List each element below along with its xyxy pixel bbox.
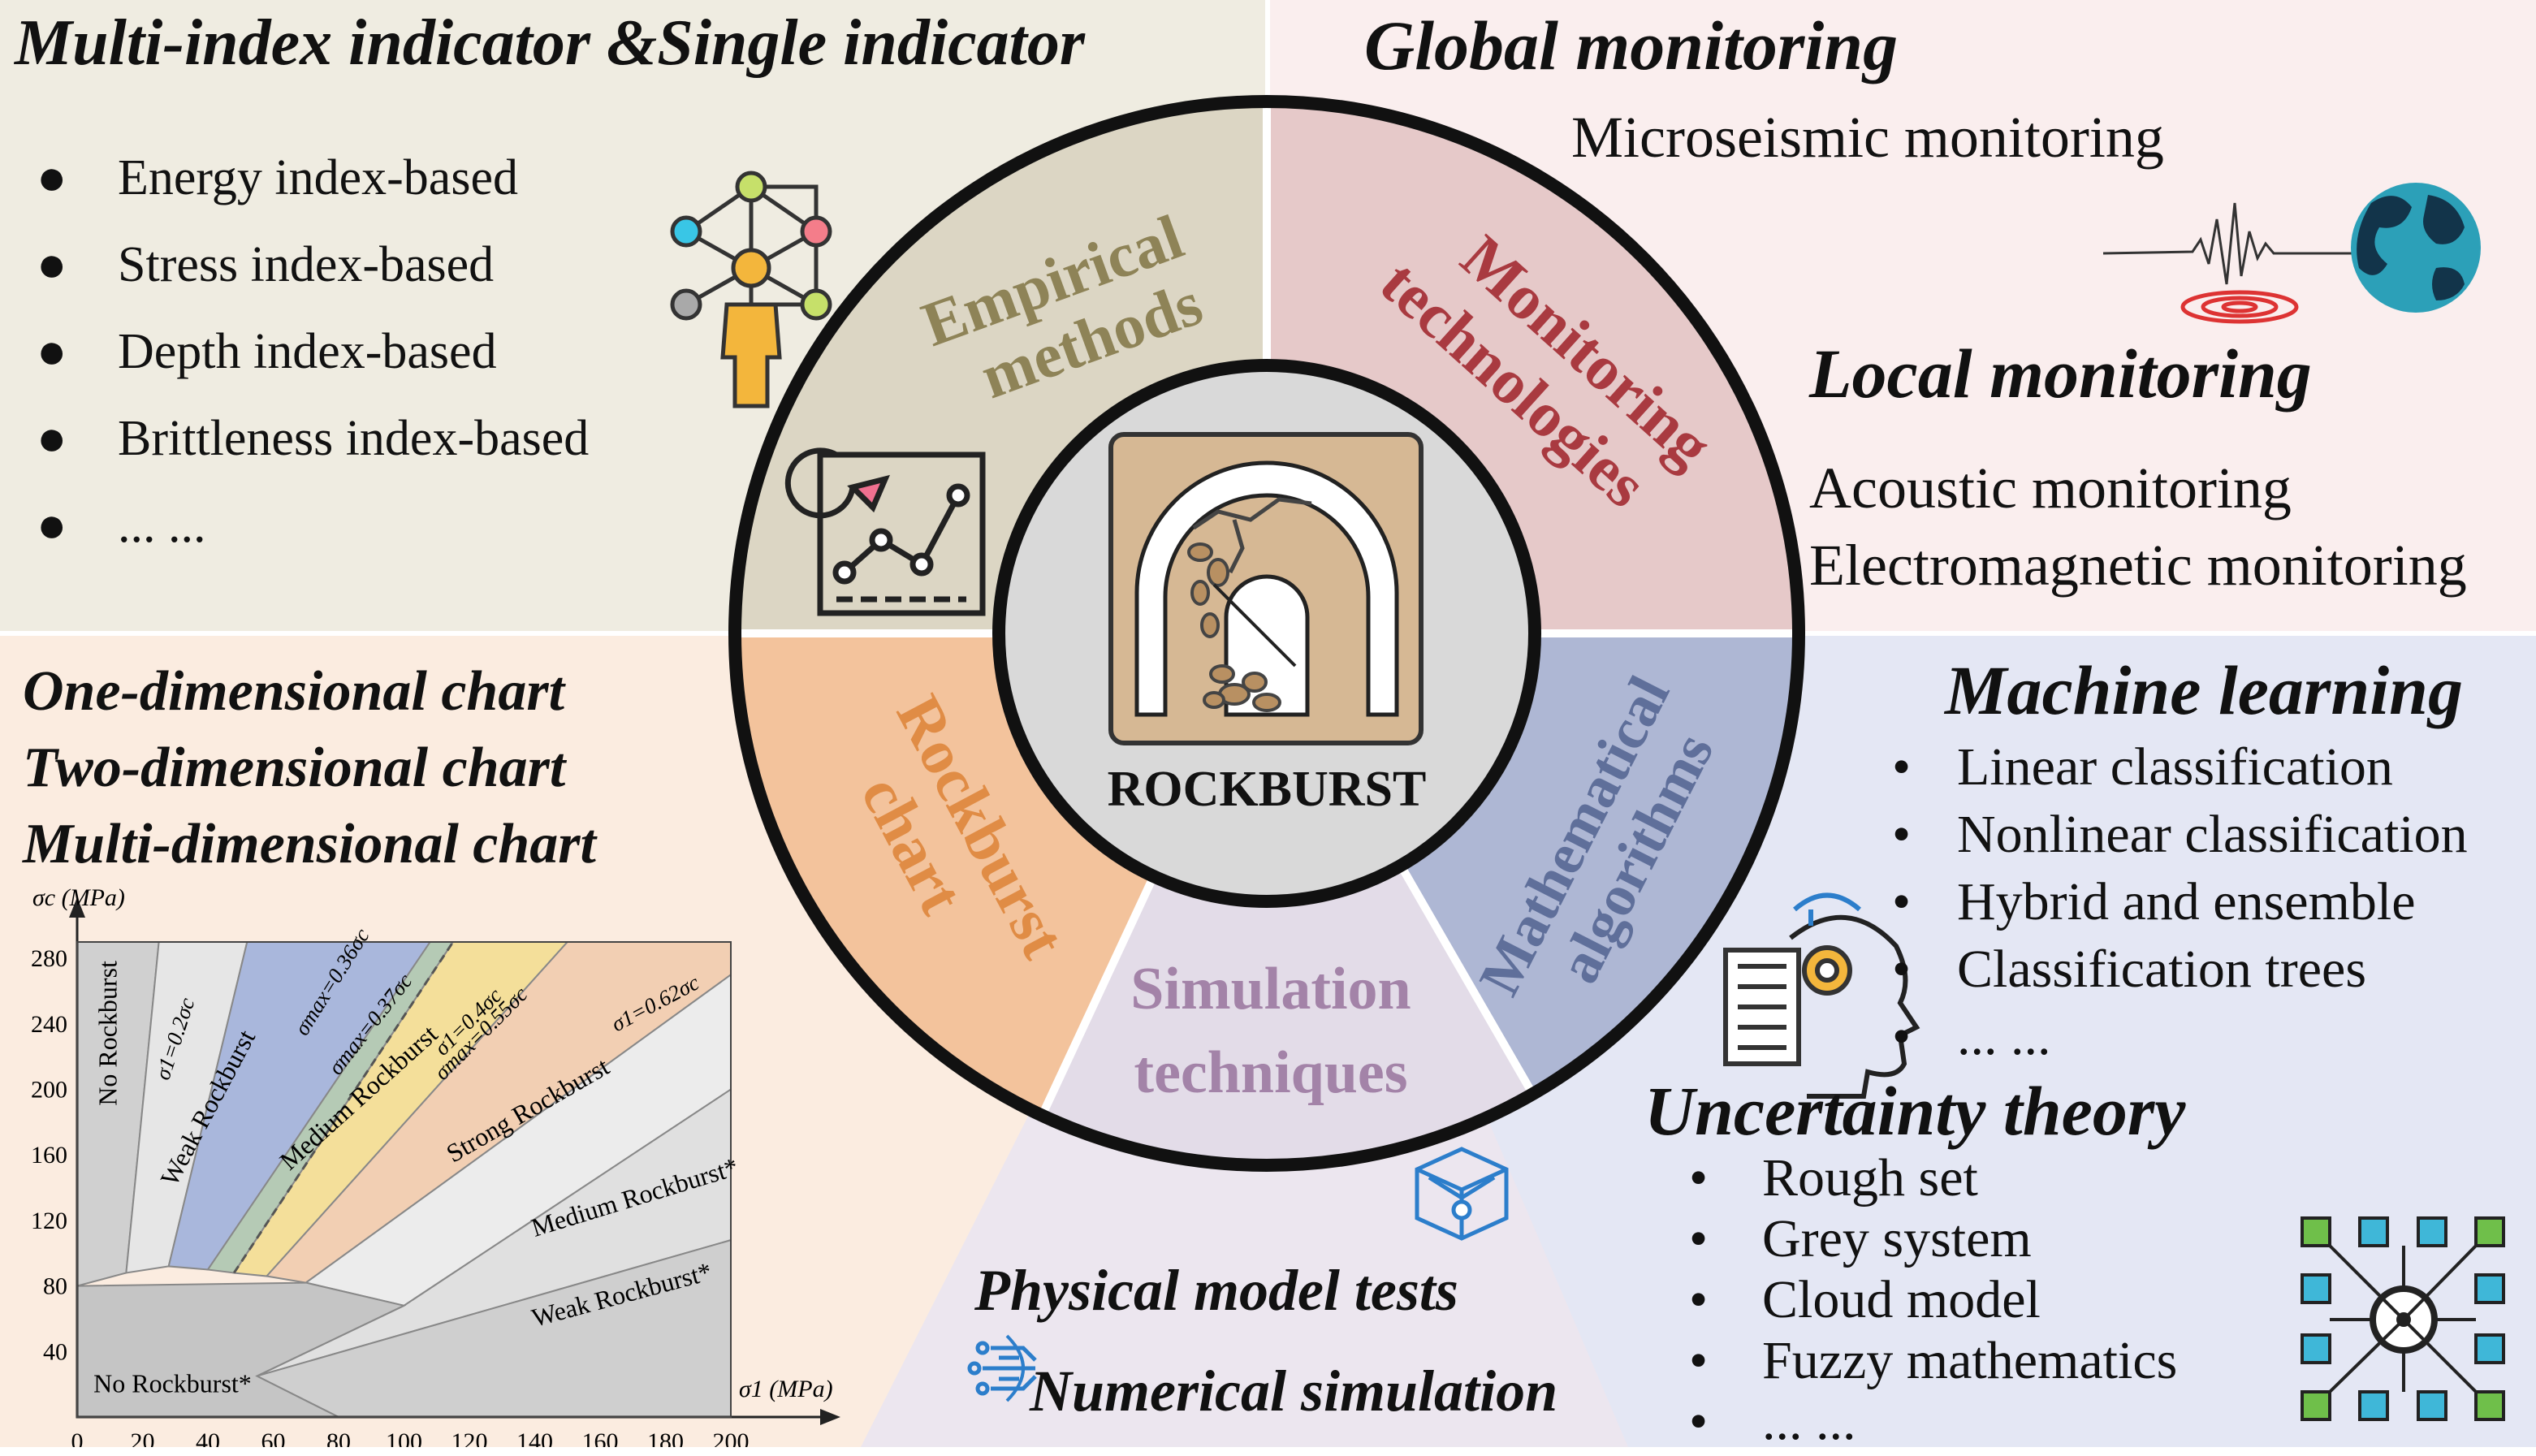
tunnel-rockburst-icon: [1108, 432, 1424, 745]
y-tick-label: 80: [43, 1273, 67, 1300]
ai-head-document-icon: [1723, 892, 1920, 1099]
chart-frame: [76, 941, 732, 1418]
ut-list: •Rough set •Grey system •Cloud model •Fu…: [1689, 1151, 2177, 1456]
list-item: ●Energy index-based: [37, 150, 518, 205]
x-tick-label: 80: [326, 1428, 351, 1447]
list-item: •... ...: [1892, 1007, 2051, 1066]
x-tick-label: 180: [647, 1428, 684, 1447]
list-item: •Linear classification: [1892, 737, 2393, 797]
list-item: ●Depth index-based: [37, 324, 497, 379]
zone-label: No Rockburst: [93, 961, 122, 1106]
network-person-icon: [670, 171, 832, 408]
globe-icon: [2351, 183, 2481, 313]
x-tick-label: 60: [261, 1428, 286, 1447]
machine-learning-title: Machine learning: [1945, 651, 2463, 729]
list-item: •Classification trees: [1892, 940, 2367, 999]
ml-list: •Linear classification •Nonlinear classi…: [1892, 741, 2468, 1078]
svg-text:techniques: techniques: [1134, 1039, 1407, 1106]
rockburst-classification-chart: 0 20 40 60 80 100 120 140 160 180 200 40 80 120 160 200…: [31, 884, 840, 1447]
x-tick-label: 40: [196, 1428, 220, 1447]
y-axis-arrow: [69, 897, 85, 918]
list-item: •Rough set: [1689, 1148, 1978, 1208]
list-item: ●... ...: [37, 498, 206, 553]
local-monitoring-item: Acoustic monitoring: [1809, 456, 2292, 521]
x-axis-arrow: [820, 1409, 840, 1425]
x-tick-label: 160: [582, 1428, 619, 1447]
list-item: •Fuzzy mathematics: [1689, 1331, 2178, 1390]
chart-panel-title: One-dimensional chart: [23, 660, 565, 723]
zone-label: No Rockburst*: [93, 1369, 252, 1398]
x-tick-label: 140: [516, 1428, 553, 1447]
y-tick-label: 200: [31, 1077, 67, 1104]
y-tick-label: 280: [31, 945, 67, 972]
local-monitoring-item: Electromagnetic monitoring: [1809, 533, 2467, 598]
global-monitoring-title: Global monitoring: [1364, 6, 1899, 84]
x-tick-label: 20: [131, 1428, 155, 1447]
svg-text:Simulation: Simulation: [1130, 956, 1411, 1022]
local-monitoring-title: Local monitoring: [1809, 335, 2312, 413]
list-item: •Hybrid and ensemble: [1892, 872, 2416, 931]
x-tick-label: 200: [713, 1428, 750, 1447]
y-tick-label: 160: [31, 1142, 67, 1169]
x-axis-label: σ1 (MPa): [739, 1376, 833, 1402]
data-stream-icon: [967, 1334, 1037, 1402]
y-tick-label: 40: [43, 1338, 67, 1365]
criterion-line: [232, 941, 455, 1274]
chart-panel-title: Multi-dimensional chart: [23, 813, 596, 875]
y-axis-label: σc (MPa): [32, 884, 125, 911]
cube-icon: [1415, 1147, 1509, 1241]
list-item: •Nonlinear classification: [1892, 805, 2468, 864]
x-tick-label: 100: [386, 1428, 422, 1447]
empirical-list: ●Energy index-based ●Stress index-based …: [37, 153, 589, 587]
ring-label-simulation: Simulation techniques: [1130, 956, 1411, 1106]
chart-panel-title: Two-dimensional chart: [23, 737, 566, 799]
list-item: •... ...: [1689, 1392, 1856, 1451]
list-item: ●Stress index-based: [37, 237, 495, 292]
numerical-simulation: Numerical simulation: [1030, 1359, 1558, 1424]
center-label: ROCKBURST: [1108, 762, 1427, 817]
x-tick-label: 0: [71, 1428, 84, 1447]
empirical-panel-title: Multi-index indicator &Single indicator: [15, 7, 1085, 79]
list-item: •Grey system: [1689, 1209, 2032, 1268]
y-tick-label: 120: [31, 1208, 67, 1234]
global-monitoring-item: Microseismic monitoring: [1571, 105, 2164, 170]
trend-chart-icon: [784, 447, 986, 616]
physical-model-tests: Physical model tests: [974, 1258, 1458, 1323]
y-tick-label: 240: [31, 1011, 67, 1038]
network-hub-icon: [2301, 1216, 2505, 1421]
seismic-wave-icon: [2102, 202, 2371, 324]
list-item: ●Brittleness index-based: [37, 411, 590, 466]
uncertainty-theory-title: Uncertainty theory: [1644, 1072, 2186, 1150]
list-item: •Cloud model: [1689, 1270, 2041, 1329]
outer-ring-border: [728, 95, 1805, 1172]
x-tick-label: 120: [451, 1428, 488, 1447]
